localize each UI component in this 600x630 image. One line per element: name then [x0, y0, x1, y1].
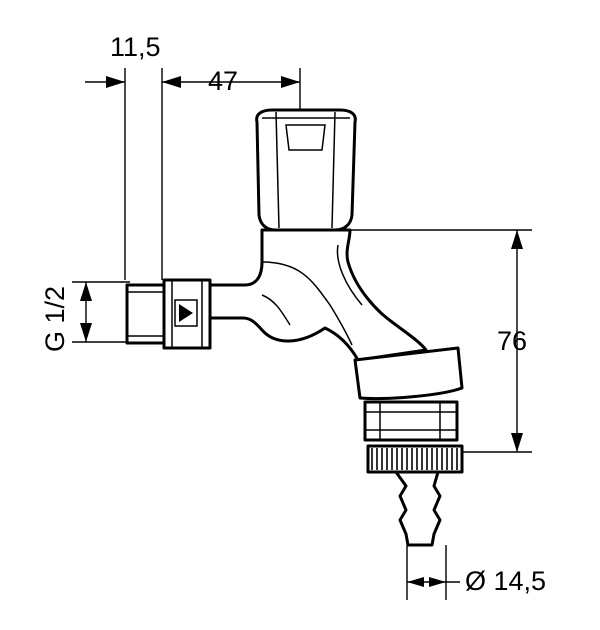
dimension-handle-offset: 47	[162, 66, 301, 112]
dimension-thread: G 1/2	[40, 281, 130, 352]
dimension-hose-diameter-label: Ø 14,5	[465, 566, 546, 596]
dimension-hose-diameter: Ø 14,5	[406, 545, 546, 600]
dimension-inlet-length: 11,5	[85, 32, 163, 280]
handle-knob	[255, 108, 357, 232]
inlet-fitting	[125, 278, 212, 350]
dimension-thread-label: G 1/2	[40, 286, 70, 352]
outlet-assembly	[353, 346, 464, 547]
dimension-handle-offset-label: 47	[208, 66, 238, 96]
dimension-height-label: 76	[497, 326, 527, 356]
dimension-inlet-length-label: 11,5	[110, 32, 161, 62]
dimension-height: 76	[262, 229, 532, 453]
faucet-body	[208, 228, 428, 362]
